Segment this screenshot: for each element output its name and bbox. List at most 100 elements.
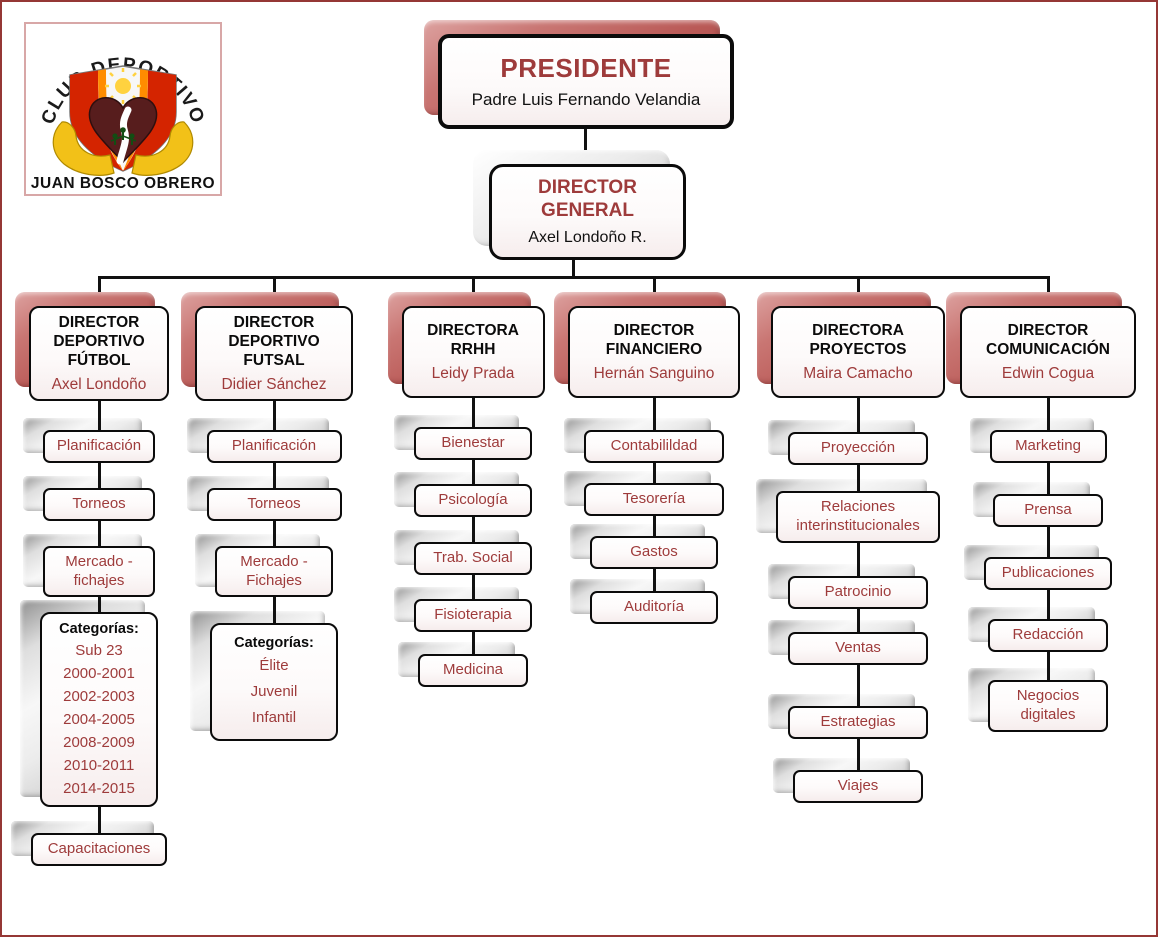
- connector-line: [1046, 590, 1050, 619]
- connector-line: [97, 520, 101, 546]
- sub-item-label: Patrocinio: [788, 575, 928, 609]
- sub-item-label: Planificación: [206, 429, 342, 463]
- sub-item-label: Mercado - Fichajes: [215, 545, 333, 598]
- sub-item: Relaciones interinstitucionales: [756, 479, 940, 543]
- club-crest-icon: CLUB DEPORTIVO: [31, 54, 215, 192]
- category-value: 2004-2005: [63, 711, 135, 729]
- presidente-name: Padre Luis Fernando Velandia: [471, 90, 701, 109]
- branch-name: Didier Sánchez: [221, 375, 327, 393]
- connector-line: [652, 398, 656, 430]
- sub-item: Ventas: [768, 619, 928, 665]
- connector-line: [652, 463, 656, 483]
- node-director-general: DIRECTOR GENERAL Axel Londoño R.: [473, 150, 686, 260]
- sub-item-label: Medicina: [418, 654, 528, 687]
- logo-bottom-text: JUAN BOSCO OBRERO: [31, 175, 215, 192]
- branch-name: Maira Camacho: [803, 364, 913, 382]
- sub-item-label: Publicaciones: [984, 557, 1112, 590]
- node-presidente: PRESIDENTE Padre Luis Fernando Velandia: [424, 20, 734, 129]
- connector-line: [272, 400, 276, 430]
- connector-line: [1046, 398, 1050, 430]
- connector-line: [856, 664, 860, 706]
- connector-line: [856, 542, 860, 576]
- sub-item: Publicaciones: [964, 545, 1112, 590]
- sub-item: Capacitaciones: [11, 821, 167, 867]
- branch-name: Hernán Sanguino: [593, 364, 715, 382]
- sub-item-label: Prensa: [993, 494, 1103, 527]
- category-value: 2014-2015: [63, 780, 135, 798]
- sub-item-label: Planificación: [43, 429, 155, 463]
- connector-line: [1046, 652, 1050, 680]
- sub-item: Mercado - fichajes: [23, 533, 155, 598]
- branch-column-futbol: DIRECTOR DEPORTIVO FÚTBOL Axel Londoño P…: [2, 276, 199, 867]
- logo-family-icon: [110, 127, 137, 145]
- connector-line: [471, 460, 475, 484]
- category-value: Sub 23: [75, 642, 123, 660]
- categories-node: Categorías: Élite Juvenil Infantil: [190, 611, 338, 742]
- sub-item-label: Trab. Social: [414, 542, 532, 575]
- categories-label: Categorías:: [59, 621, 139, 638]
- sub-item: Negocios digitales: [968, 668, 1108, 732]
- sub-item-label: Negocios digitales: [988, 680, 1108, 732]
- branch-header: DIRECTOR FINANCIERO Hernán Sanguino: [554, 292, 740, 398]
- sub-item: Estrategias: [768, 693, 928, 739]
- connector-line: [1046, 463, 1050, 494]
- connector-line: [652, 569, 656, 591]
- connector-line: [1046, 276, 1050, 306]
- sub-item: Patrocinio: [768, 563, 928, 609]
- sub-item: Planificación: [186, 417, 342, 463]
- sub-item: Gastos: [570, 524, 718, 569]
- sub-item-label: Fisioterapia: [414, 599, 532, 632]
- sub-item-label: Tesorería: [584, 483, 724, 516]
- branch-header: DIRECTOR DEPORTIVO FUTSAL Didier Sánchez: [181, 292, 353, 401]
- connector-line: [856, 398, 860, 432]
- sub-item-label: Estrategias: [788, 705, 928, 739]
- connector-line: [856, 465, 860, 491]
- category-value: Infantil: [251, 709, 297, 727]
- connector-line: [272, 462, 276, 488]
- category-value: Juvenil: [250, 683, 298, 701]
- connector-line: [97, 276, 101, 306]
- sub-item-label: Redacción: [988, 619, 1108, 652]
- connector-line: [652, 276, 656, 306]
- branch-title: DIRECTOR FINANCIERO: [605, 322, 703, 358]
- logo-sun-icon: [105, 68, 141, 104]
- sub-item-label: Auditoría: [590, 591, 718, 624]
- branch-column-financiero: DIRECTOR FINANCIERO Hernán Sanguino Cont…: [554, 276, 754, 624]
- sub-item-label: Torneos: [206, 487, 342, 521]
- connector-line: [652, 516, 656, 536]
- connector-line: [471, 517, 475, 542]
- connector-line: [856, 608, 860, 632]
- branch-name: Leidy Prada: [431, 364, 515, 382]
- branch-title: DIRECTORA PROYECTOS: [809, 322, 907, 358]
- logo-hands-icon: [52, 121, 194, 176]
- connector-line: [471, 276, 475, 306]
- sub-item-label: Capacitaciones: [31, 833, 167, 867]
- branch-header: DIRECTOR COMUNICACIÓN Edwin Cogua: [946, 292, 1136, 398]
- branch-name: Axel Londoño: [51, 375, 147, 393]
- categories-label: Categorías:: [234, 635, 314, 652]
- sub-item: Marketing: [969, 418, 1107, 463]
- connector-line: [856, 738, 860, 770]
- connector-line: [471, 575, 475, 599]
- connector-line: [97, 400, 101, 430]
- sub-item: Psicología: [394, 472, 532, 517]
- branch-header: DIRECTORA RRHH Leidy Prada: [387, 292, 545, 398]
- branch-header: DIRECTOR DEPORTIVO FÚTBOL Axel Londoño: [15, 292, 169, 401]
- category-value: 2000-2001: [63, 665, 135, 683]
- connector-pres-dg: [584, 129, 587, 170]
- sub-item: Bienestar: [394, 415, 532, 460]
- presidente-title: PRESIDENTE: [500, 53, 672, 83]
- sub-item: Fisioterapia: [394, 587, 532, 632]
- branch-header: DIRECTORA PROYECTOS Maira Camacho: [757, 292, 945, 398]
- branch-title: DIRECTORA RRHH: [427, 322, 519, 358]
- category-value: 2008-2009: [63, 734, 135, 752]
- director-general-title: DIRECTOR GENERAL: [538, 176, 637, 221]
- branch-name: Edwin Cogua: [1001, 364, 1095, 382]
- branch-column-futsal: DIRECTOR DEPORTIVO FUTSAL Didier Sánchez…: [174, 276, 374, 742]
- connector-line: [97, 462, 101, 488]
- sub-item: Tesorería: [564, 471, 724, 516]
- connector-line: [471, 398, 475, 427]
- branch-column-proyectos: DIRECTORA PROYECTOS Maira Camacho Proyec…: [756, 276, 958, 803]
- category-value: Élite: [259, 657, 289, 675]
